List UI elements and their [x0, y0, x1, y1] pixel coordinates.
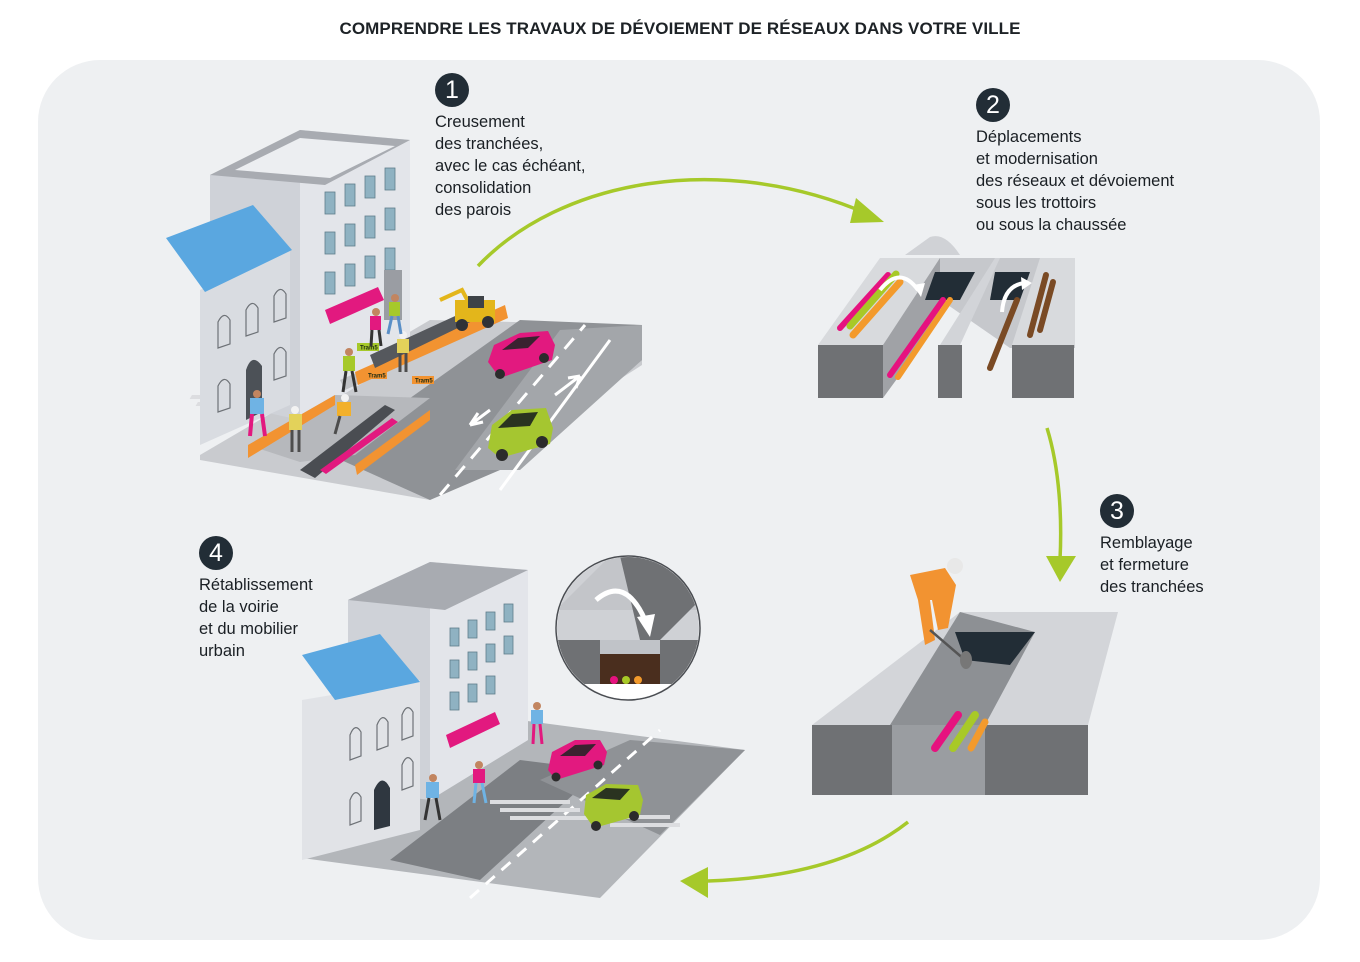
pedestrian [531, 702, 544, 745]
step-1: 1 Creusement des tranchées, avec le cas … [435, 73, 585, 221]
step-number-badge: 4 [199, 536, 233, 570]
step-4-illustration [302, 555, 745, 900]
arrowhead-icon [680, 867, 708, 898]
arrowhead-icon [1046, 556, 1076, 582]
tram5-sign: Tram5 [412, 376, 434, 385]
flow-arrow-1-to-2 [476, 177, 884, 268]
pedestrian [248, 390, 267, 437]
svg-text:Tram5: Tram5 [368, 374, 386, 380]
pedestrian [472, 761, 488, 804]
step-number-badge: 1 [435, 73, 469, 107]
magenta-car [548, 740, 607, 782]
step-number-badge: 3 [1100, 494, 1134, 528]
pedestrian [423, 774, 442, 821]
worker [333, 394, 351, 435]
tram5-sign: Tram5 [357, 343, 379, 352]
step-2-illustration [818, 236, 1075, 398]
worker-with-shovel [910, 558, 972, 669]
step-caption: Déplacements et modernisation des réseau… [976, 128, 1175, 234]
step-4: 4 Rétablissement de la voirie et du mobi… [199, 536, 313, 662]
pedestrian [369, 308, 383, 347]
arrowhead-icon [850, 198, 884, 223]
magenta-car [488, 331, 555, 379]
tram5-sign: Tram5 [365, 371, 387, 380]
svg-text:Tram5: Tram5 [415, 379, 433, 385]
step-3-illustration [812, 558, 1118, 795]
svg-text:Tram5: Tram5 [360, 346, 378, 352]
worker [289, 406, 302, 452]
flow-arrow-2-to-3 [1045, 427, 1076, 582]
flow-arrow-3-to-4 [680, 820, 910, 898]
step-3: 3 Remblayage et fermeture des tranchées [1100, 494, 1204, 598]
step-2: 2 Déplacements et modernisation des rése… [976, 88, 1174, 236]
pedestrian [341, 348, 358, 393]
step-caption: Remblayage et fermeture des tranchées [1100, 534, 1204, 596]
detail-magnifier [555, 555, 701, 701]
excavator [439, 287, 495, 331]
step-caption: Creusement des tranchées, avec le cas éc… [435, 113, 586, 219]
backfill-arrow-icon [594, 588, 648, 622]
pedestrian [386, 294, 403, 335]
step-1-illustration: Tram5 Tram5 Tram5 [166, 130, 642, 500]
green-car [584, 784, 643, 831]
infographic-title: COMPRENDRE LES TRAVAUX DE DÉVOIEMENT DE … [339, 19, 1021, 38]
step-number-badge: 2 [976, 88, 1010, 122]
green-car [488, 408, 553, 461]
step-caption: Rétablissement de la voirie et du mobili… [199, 576, 313, 660]
